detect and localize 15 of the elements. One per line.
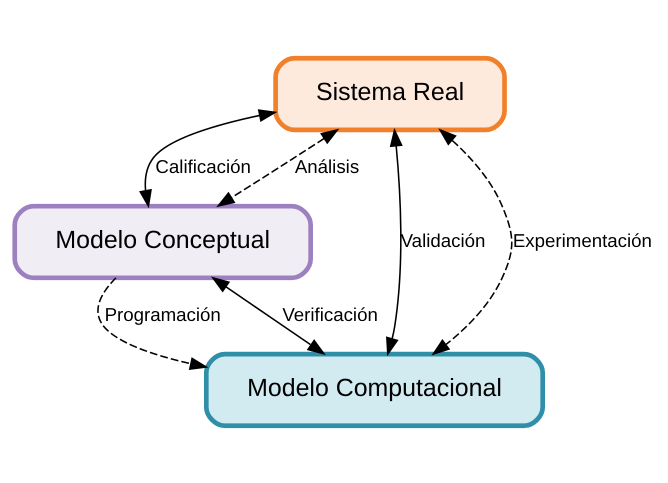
edge-label: Programación [104, 303, 221, 324]
arrow [139, 108, 278, 208]
edge-label: Verificación [282, 303, 378, 324]
edge-label: Validación [400, 229, 486, 250]
edge-label: Análisis [294, 155, 360, 176]
node-box: Sistema Real [273, 55, 507, 132]
arrow [386, 127, 403, 356]
node-box: Modelo Computacional [204, 351, 546, 428]
edge-label: Calificación [155, 155, 251, 176]
arrow [216, 128, 340, 207]
node-box: Modelo Conceptual [12, 203, 313, 280]
edge-label: Experimentación [512, 229, 652, 250]
arrow [97, 276, 208, 370]
arrow [210, 276, 326, 355]
arrow [431, 128, 513, 355]
